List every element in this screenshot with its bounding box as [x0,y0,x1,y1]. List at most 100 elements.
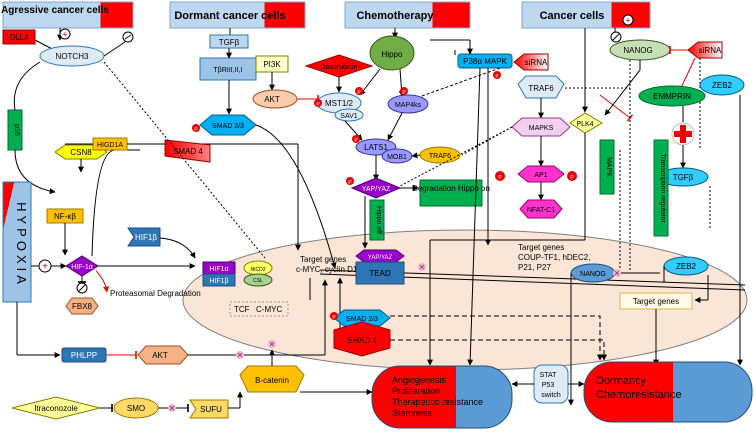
target-genes-right-1: Target genes [518,243,564,252]
hif1b-left-node: HIF1β [127,227,161,247]
target-genes-right-2: COUP-TF1, hDEC2, [518,253,590,262]
smad23-top-label: SMAD 2/3 [212,123,244,130]
higd1a-label: HIGD1A [97,142,123,149]
sufu-label: SUFU [200,405,222,414]
csl-label: CSL [253,278,263,284]
emmprin-node: EMMPRIN [638,85,706,107]
switch-label: switch [541,392,561,399]
phospho-icon: P [314,99,322,108]
svg-text:P: P [402,90,406,96]
yaptaz-node: YAP/YAZ [350,177,402,199]
tead-label: TEAD [369,269,391,278]
p16-label: p16 [13,124,20,136]
hif-complex: HIF1α HIF1β NICD2 CSL [202,260,273,287]
header-dormant: Dormant cancer cells [169,1,306,29]
dormancy-label: Dormancy [596,375,647,387]
plk4-node: PLK4 [569,112,603,134]
tgfb-right-label: TGFβ [673,173,694,182]
yaptaz-label: YAP/YAZ [362,186,391,193]
svg-text:+: + [42,262,48,273]
phospho-icon: P [355,87,363,96]
svg-text:+: + [625,16,630,26]
smad-bottom-complex: SMAD 2/3 SMAD 4 [333,309,391,357]
plus-circle-icon: + [622,14,634,26]
svg-text:P: P [498,175,502,181]
chemoresistance-label: Chemoresistance [596,389,682,401]
hif1b-left-label: HIF1β [135,233,157,242]
tgfbr-node: TβRIII,II,I [199,57,257,81]
nanog-top-label: NANOG [623,46,652,55]
emmprin-label: EMMPRIN [653,92,691,101]
hippo-off-label: Hippo off [375,206,382,234]
minus-circle-icon [122,31,134,43]
ap1-label: AP1 [534,172,547,179]
svg-text:✕: ✕ [419,263,426,272]
header-chemo-label: Chemotherapy [356,10,434,22]
sirna-right-node: siRNA [687,41,723,59]
svg-text:P: P [570,175,574,181]
smad4-bottom-label: SMAD 4 [347,336,377,345]
dll4-node: DLL4 [2,29,36,45]
hypoxia-label: HYPOXIA [14,202,29,288]
mapk-vertical-node: MAPK [599,139,615,195]
ap1-node: AP1 [517,165,565,183]
smo-label: SMO [127,404,145,413]
sirna-mid-node: siRNA [513,53,549,71]
notch3-label: NOTCH3 [56,52,89,61]
hippo-off-node: Hippo off [369,199,385,241]
tgfb-right-node: TGFβ [657,167,709,187]
header-dormant-label: Dormant cancer cells [174,10,285,22]
p53-label: P53 [542,382,555,389]
smad23-top-node: SMAD 2/3 [199,114,257,136]
hippo-node: Hippo [369,35,415,71]
outcome-therapeutic-resistance: Therapeutic resistance [392,397,483,407]
phospho-icon: P [346,177,354,186]
phospho-icon: P [330,312,338,321]
sirna-mid-label: siRNA [525,58,548,67]
smad4-top-node: SMAD 4 [164,139,211,163]
phospho-icon: P [567,171,577,181]
degradation-label: Degradation Hippo on [412,184,490,193]
bcatenin-label: B-catenin [255,376,289,385]
phlpp-label: PHLPP [71,351,97,360]
target-genes-box-label: Target genes [633,297,679,306]
svg-text:✕: ✕ [169,404,176,413]
nfatc1-label: NFAT-C1 [527,207,555,214]
svg-text:P: P [357,90,361,96]
nanog-bottom-node: NANOG [570,263,616,283]
traf6-mid-label: TRAF6 [429,153,451,160]
minus-circle-icon [610,31,622,43]
mapks-node: MAPKS [511,117,571,137]
proteasomal-label: Proteasomal Degradation [110,289,201,298]
tgfb-top-label: TGFβ [219,38,240,47]
p38-node: P38α MAPK [457,53,513,69]
outcome-stemness: Stemness [392,408,433,418]
smo-node: SMO [113,397,159,419]
notch3-node: NOTCH3 [39,45,105,67]
hif1a-label: HIF-1α [71,264,93,271]
p16-node: p16 [7,109,23,151]
tcf-label: TCF [234,305,250,314]
header-cancer-label: Cancer cells [540,10,605,22]
phospho-icon: P [495,171,505,181]
svg-text:✕: ✕ [237,351,244,360]
mob1-label: MOB1 [387,154,407,161]
doxorubicin-node: Doxorubicin [304,54,374,78]
outcome-pill: Angiogenesis Proliferation Therapeutic r… [371,365,513,429]
red-cross-icon [671,122,695,146]
sav1-node: SAV1 [334,108,364,122]
nfatc1-node: NFAT-C1 [519,199,563,219]
mapks-label: MAPKS [529,125,554,132]
svg-text:P: P [194,127,198,133]
phospho-icon: P [192,124,200,133]
akt-top-label: AKT [264,95,280,104]
nicd2-label: NICD2 [250,267,265,273]
plus-circle-icon: + [59,28,71,40]
target-genes-left-2: c-MYC, cyclin D1 [296,265,358,274]
svg-text:P: P [332,315,336,321]
target-genes-left-1: Target genes [300,255,346,264]
higd1a-node: HIGD1A [92,137,128,151]
akt-bottom-label: AKT [152,351,168,360]
smad23-bottom-label: SMAD 2/3 [346,316,378,323]
phospho-icon: P [400,87,408,96]
